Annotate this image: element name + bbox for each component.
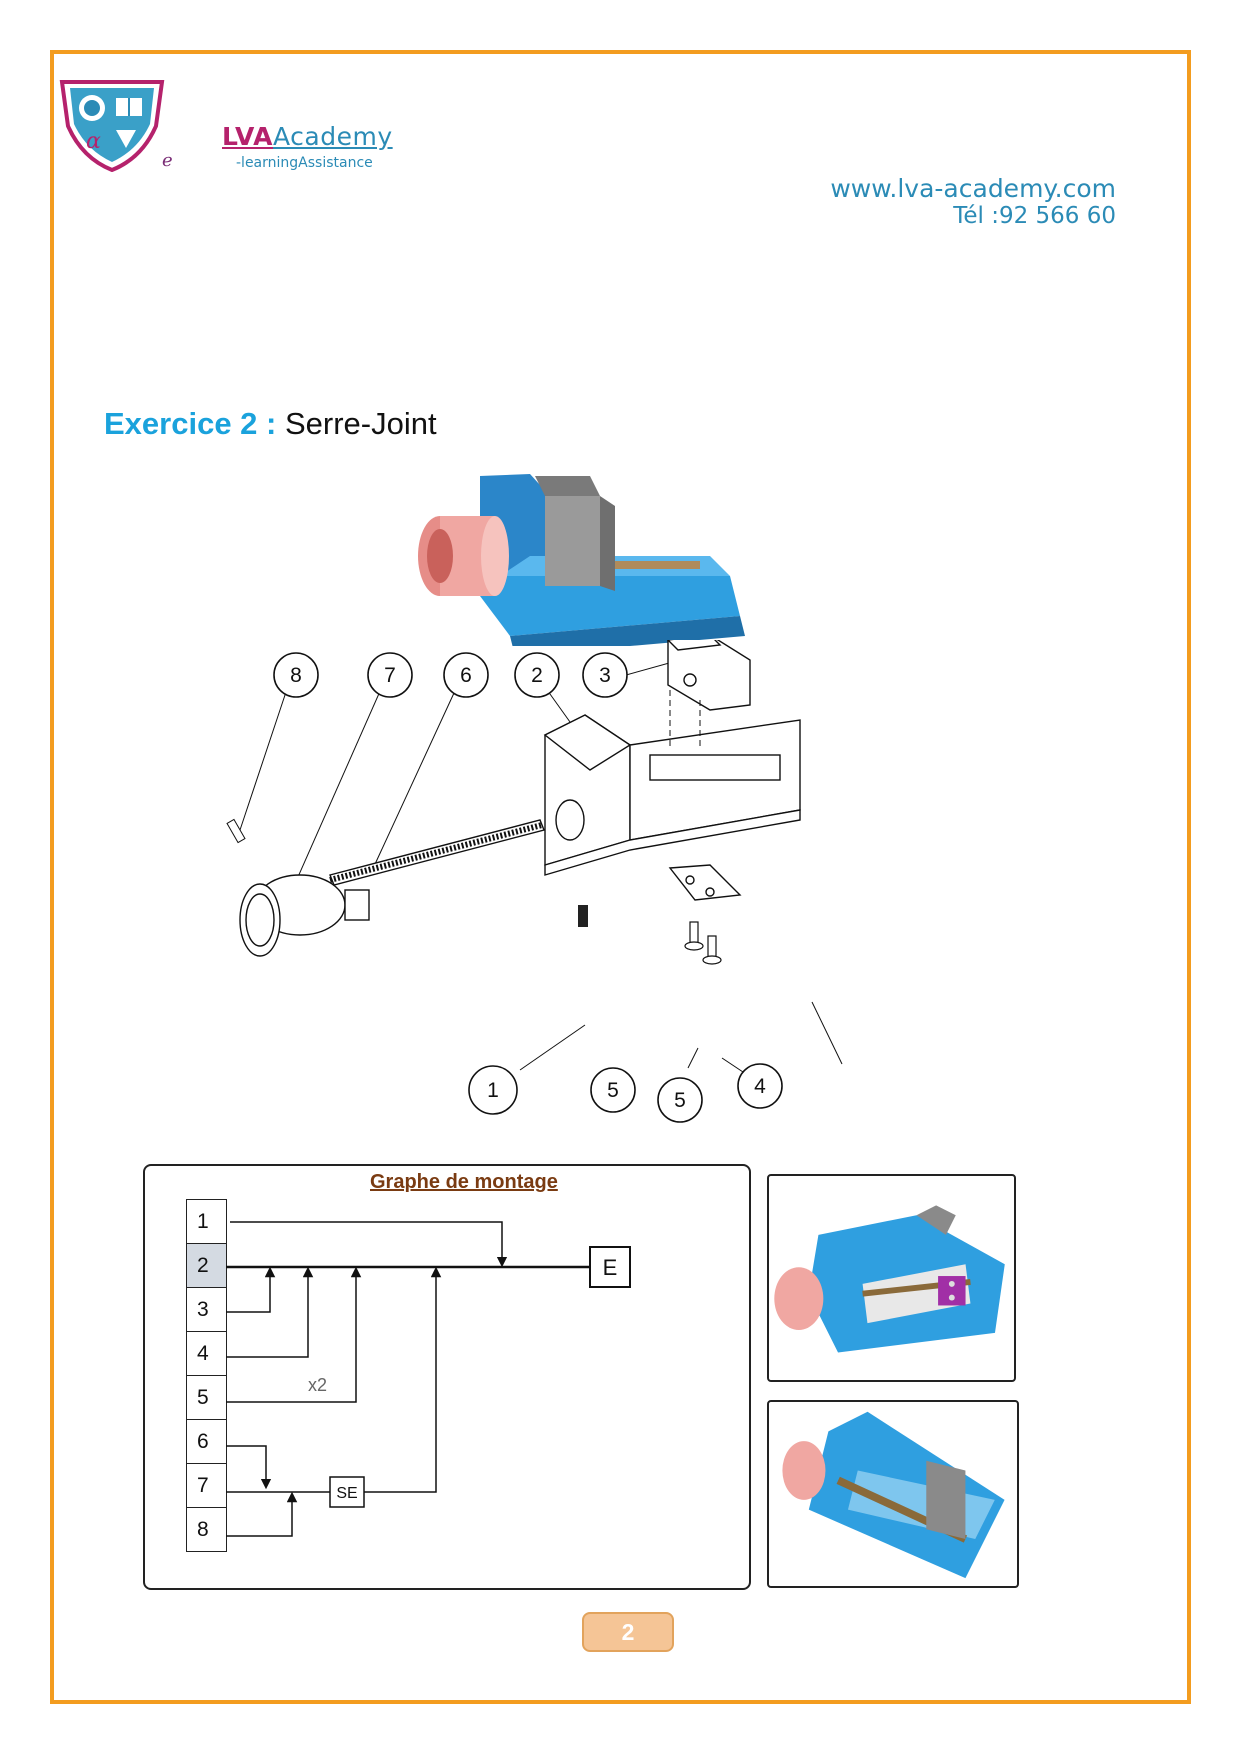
- callout-label: 8: [290, 664, 302, 687]
- setscrew-part: [578, 905, 588, 927]
- parts-list-table: 1 2 3 4 5 6 7 8: [186, 1199, 227, 1552]
- brand-name[interactable]: LVAAcademy: [222, 122, 393, 151]
- page-number-badge: 2: [582, 1612, 674, 1652]
- callout-3: 3: [582, 652, 628, 698]
- body-part: [543, 714, 801, 876]
- assembly-graph-panel: [143, 1164, 751, 1590]
- assembly-graph-title: Graphe de montage: [370, 1171, 558, 1193]
- jaw-part: [667, 640, 751, 711]
- callout-8: 8: [273, 652, 319, 698]
- exercise-name: Serre-Joint: [284, 406, 437, 441]
- exercise-label: Exercice 2 :: [104, 406, 277, 441]
- exercise-title: Exercice 2 : Serre-Joint: [104, 406, 437, 442]
- callout-2: 2: [514, 652, 560, 698]
- brand-tagline: -learningAssistance: [236, 155, 373, 171]
- assembled-vise-photo-side: [767, 1400, 1019, 1588]
- brand-lva: LVA: [222, 122, 273, 151]
- lva-shield-logo: α: [59, 80, 165, 172]
- callout-7: 7: [367, 652, 413, 698]
- part-cell: 6: [186, 1419, 227, 1464]
- part-cell: 8: [186, 1507, 227, 1552]
- brand-academy: Academy: [273, 122, 393, 151]
- part-cell: 3: [186, 1287, 227, 1332]
- page-border: [50, 50, 1191, 1704]
- pin-part: [226, 818, 246, 844]
- callout-6: 6: [443, 652, 489, 698]
- callout-label: 2: [531, 664, 543, 687]
- website-link[interactable]: www.lva-academy.com: [830, 174, 1116, 203]
- part-cell: 7: [186, 1463, 227, 1508]
- callout-label: 5: [607, 1079, 619, 1102]
- callout-label: 7: [384, 664, 396, 687]
- callout-label: 1: [487, 1079, 499, 1102]
- callout-label: 6: [460, 664, 472, 687]
- callout-label: 4: [754, 1075, 766, 1098]
- exploded-view-drawing: 8 7 6 2 3 1 5 5 4: [226, 640, 843, 1123]
- callout-5a: 5: [590, 1067, 636, 1113]
- phone-number: Tél :92 566 60: [953, 203, 1116, 229]
- screw-part: [329, 819, 545, 886]
- callout-4: 4: [737, 1063, 783, 1109]
- part-cell: 4: [186, 1331, 227, 1376]
- assembled-vise-image: [418, 474, 745, 646]
- callout-label: 5: [674, 1089, 686, 1112]
- part-cell: 1: [186, 1199, 227, 1244]
- small-screws: [684, 921, 722, 965]
- callout-1: 1: [468, 1065, 518, 1115]
- logo-e-letter: e: [162, 150, 173, 171]
- part-cell: 5: [186, 1375, 227, 1420]
- assembled-vise-photo-top: [767, 1174, 1016, 1382]
- leader-lines: [239, 659, 843, 1081]
- callout-label: 3: [599, 664, 611, 687]
- svg-text:α: α: [86, 129, 101, 154]
- knob-part: [239, 874, 370, 957]
- part-cell-highlighted: 2: [186, 1243, 227, 1288]
- callout-5b: 5: [657, 1077, 703, 1123]
- plate-part: [668, 864, 742, 901]
